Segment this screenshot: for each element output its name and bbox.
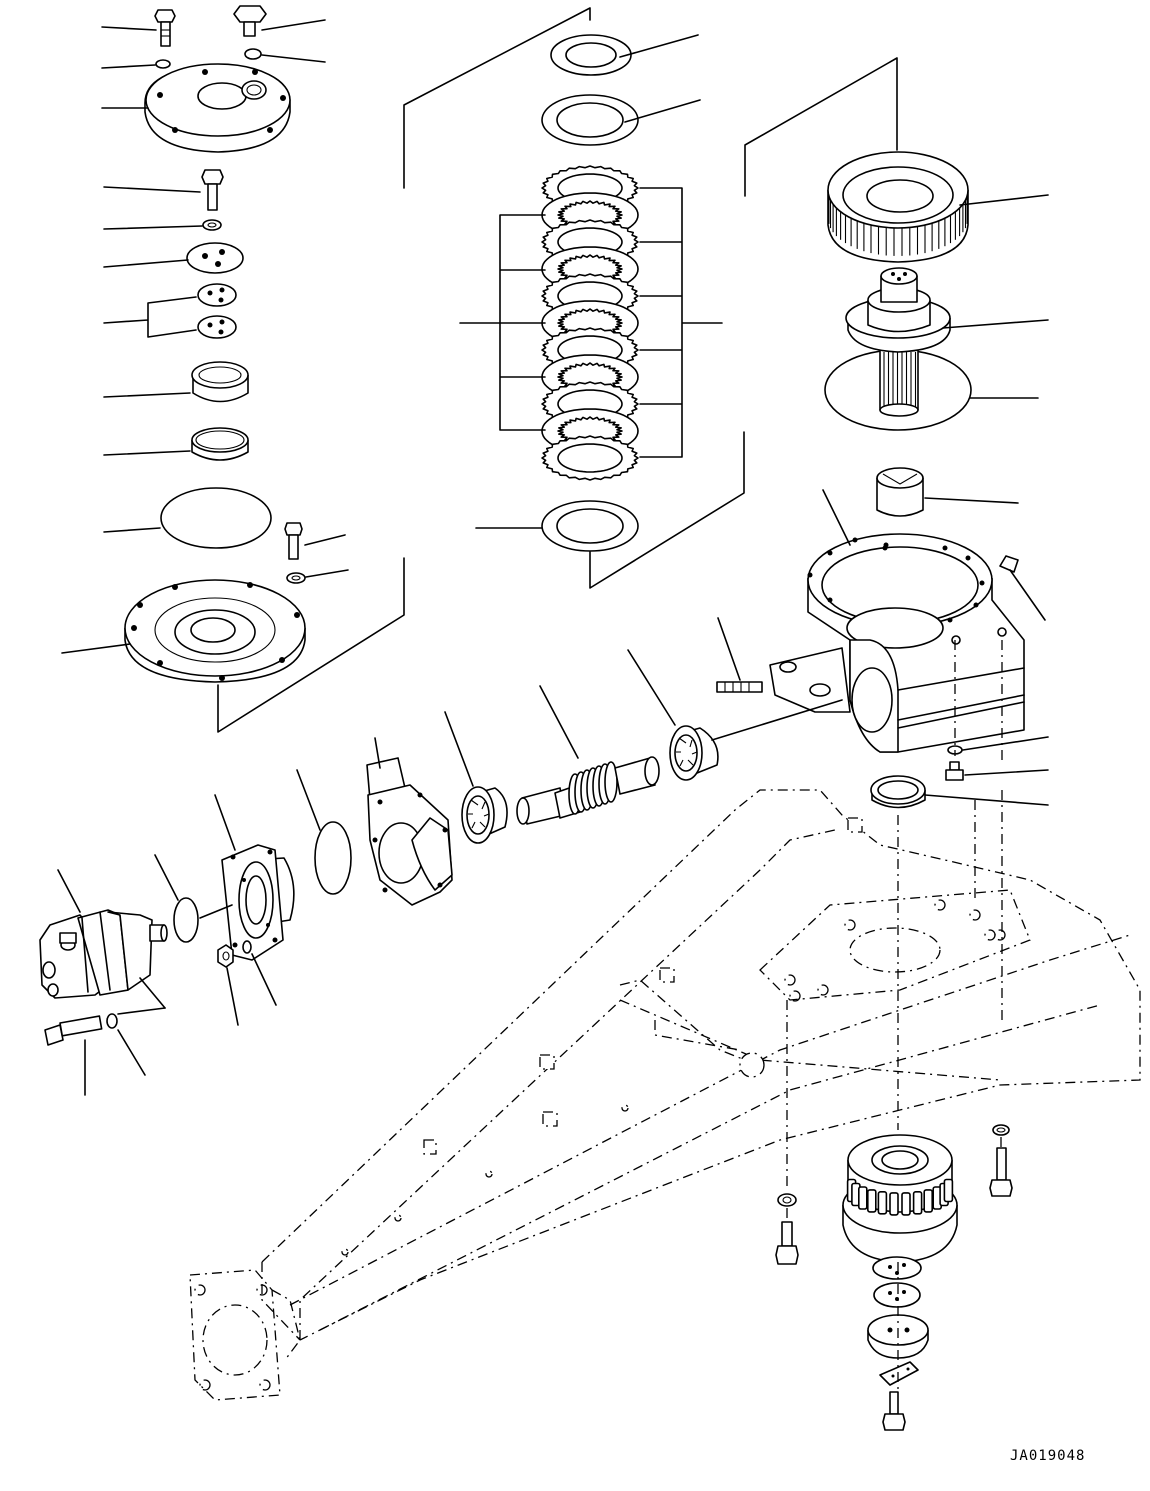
bolt-part bbox=[284, 522, 303, 560]
flange-housing bbox=[124, 579, 306, 683]
plug-part bbox=[233, 5, 267, 37]
pinion-gear bbox=[842, 1134, 958, 1263]
bearing-part bbox=[461, 786, 508, 844]
thrust-ring bbox=[550, 34, 632, 76]
left-column-parts bbox=[61, 5, 405, 733]
stud-bolt bbox=[716, 681, 763, 693]
bolt-part bbox=[989, 1147, 1013, 1197]
shim-disk bbox=[197, 315, 237, 339]
lock-plate bbox=[879, 1361, 919, 1386]
friction-disk bbox=[541, 435, 639, 481]
pinion-tooth bbox=[901, 1192, 911, 1216]
bushing-part bbox=[191, 427, 249, 461]
washer-part bbox=[992, 1124, 1010, 1136]
o-ring-large bbox=[160, 487, 272, 549]
bolt-part bbox=[44, 1015, 103, 1046]
thrust-ring bbox=[541, 500, 639, 552]
plug-part bbox=[945, 761, 964, 781]
shim-disk bbox=[873, 1282, 921, 1308]
bolt-part bbox=[201, 169, 224, 211]
washer-part bbox=[106, 1013, 118, 1029]
pinion-tooth bbox=[857, 1186, 868, 1210]
plug-part bbox=[999, 555, 1046, 621]
washer-part bbox=[202, 219, 222, 231]
bottom-parts bbox=[775, 1124, 1013, 1431]
washer-part bbox=[286, 572, 306, 584]
pinion-tooth bbox=[877, 1191, 888, 1215]
shim-disk bbox=[872, 1256, 922, 1280]
thrust-ring bbox=[541, 94, 639, 146]
washer-part bbox=[777, 1193, 797, 1207]
bearing-part bbox=[669, 725, 719, 781]
ring-gear bbox=[827, 151, 969, 263]
pinion-tooth bbox=[912, 1191, 923, 1215]
bolt-part bbox=[882, 1391, 906, 1431]
planet-carrier-shaft bbox=[824, 267, 972, 431]
brake-disk-stack bbox=[403, 7, 745, 589]
hydraulic-motor bbox=[39, 909, 168, 999]
right-column-parts bbox=[716, 57, 1049, 1190]
shim-disk bbox=[186, 242, 244, 274]
washer-part bbox=[155, 59, 171, 69]
o-ring-small bbox=[244, 48, 262, 60]
bolt-part bbox=[154, 9, 176, 47]
bolt-part bbox=[775, 1221, 799, 1265]
o-ring-medium bbox=[314, 821, 352, 895]
gasket-part bbox=[366, 757, 453, 906]
worm-drive-row bbox=[39, 649, 843, 1096]
boom-frame bbox=[189, 789, 1141, 1401]
gear-case bbox=[769, 533, 1025, 753]
pinion-tooth bbox=[943, 1178, 954, 1203]
cover-plate bbox=[144, 63, 291, 153]
friction-disks bbox=[541, 165, 639, 481]
oil-seal bbox=[870, 775, 926, 809]
sleeve-part bbox=[876, 467, 924, 517]
nut-part bbox=[217, 944, 234, 968]
o-ring-small bbox=[173, 897, 199, 943]
pinion-tooth bbox=[866, 1189, 877, 1213]
worm-shaft bbox=[516, 756, 660, 825]
bushing-part bbox=[191, 361, 249, 403]
pinion-tooth bbox=[889, 1192, 899, 1216]
adapter-flange bbox=[221, 844, 295, 961]
shim-disk bbox=[197, 283, 237, 307]
pinion-tooth bbox=[923, 1189, 934, 1213]
drawing-code: JA019048 bbox=[1010, 1448, 1085, 1464]
washer-part bbox=[242, 940, 252, 954]
